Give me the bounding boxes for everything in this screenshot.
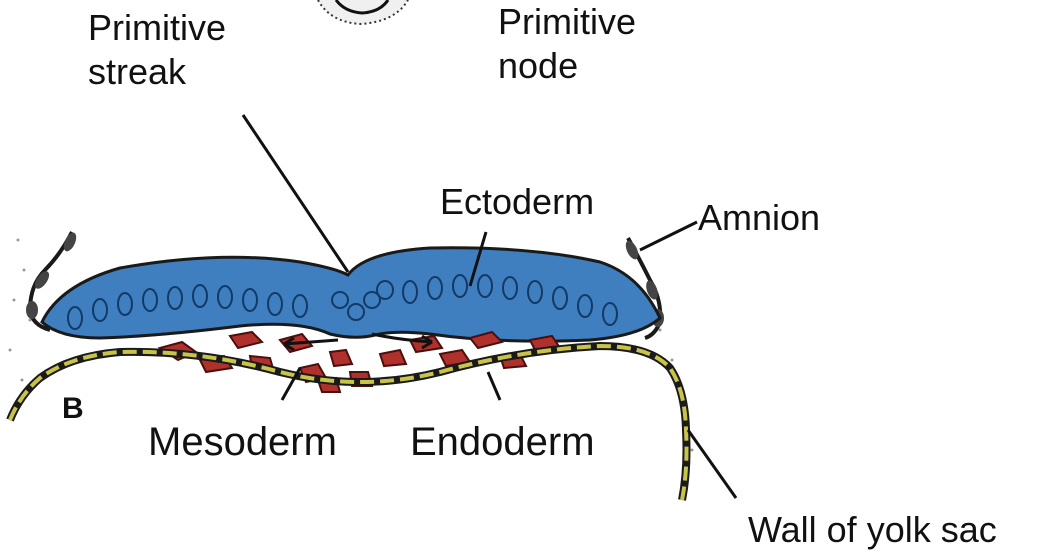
yolk-sac-leader [688,430,736,498]
label-wall-of-yolk-sac: Wall of yolk sac [748,508,997,552]
primitive-node-line2: node [498,44,636,88]
primitive-streak-leader [243,115,348,272]
label-ectoderm: Ectoderm [440,180,594,224]
primitive-streak-line1: Primitive [88,6,226,50]
primitive-streak-line2: streak [88,50,226,94]
primitive-node-line1: Primitive [498,0,636,44]
label-amnion: Amnion [698,196,820,240]
amnion-leader [640,222,697,250]
label-primitive-node: Primitive node [498,0,636,88]
label-primitive-streak: Primitive streak [88,6,226,94]
endoderm-leader [488,372,500,400]
panel-letter: B [62,392,84,426]
label-mesoderm: Mesoderm [148,418,337,466]
label-endoderm: Endoderm [410,418,595,466]
primitive-node-top-structure [318,0,408,24]
ectoderm-layer [42,248,660,341]
